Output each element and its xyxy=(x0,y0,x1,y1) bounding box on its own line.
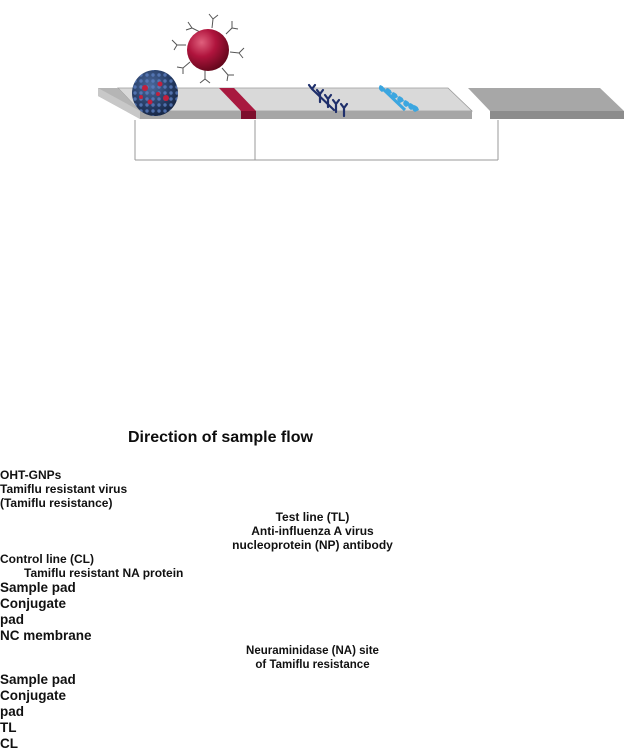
conjugate-pad-label-bottom-line1: Conjugate xyxy=(0,688,66,703)
virus-label-line2: (Tamiflu resistance) xyxy=(0,496,113,510)
conjugate-pad-label-bottom-line2: pad xyxy=(0,704,25,719)
sample-pad-label-bottom: Sample pad xyxy=(0,672,76,687)
test-line-label-line3: nucleoprotein (NP) antibody xyxy=(232,538,393,552)
tl-label-bottom: TL xyxy=(0,720,17,735)
sample-pad-label-top: Sample pad xyxy=(0,580,76,595)
test-line-label-line1: Test line (TL) xyxy=(275,510,350,524)
top-pad-brackets xyxy=(134,120,499,161)
na-site-label-line1: Neuraminidase (NA) site xyxy=(246,645,379,657)
cl-label-bottom: CL xyxy=(0,736,18,751)
oht-gnp-particle-top xyxy=(171,13,245,84)
control-line-label-line1: Control line (CL) xyxy=(0,552,94,566)
gnp-label: OHT-GNPs xyxy=(0,468,62,482)
lateral-flow-assay-diagram: OHT-GNPs Tamiflu resistant virus (Tamifl… xyxy=(0,13,624,751)
conjugate-pad-label-top-line2: pad xyxy=(0,612,25,627)
conjugate-pad-label-top-line1: Conjugate xyxy=(0,596,66,611)
flow-direction-label: Direction of sample flow xyxy=(128,429,313,446)
control-line-label-line2: Tamiflu resistant NA protein xyxy=(24,566,184,580)
top-test-strip xyxy=(98,87,624,119)
test-line-label-line2: Anti-influenza A virus xyxy=(251,524,374,538)
nc-membrane-label: NC membrane xyxy=(0,628,92,643)
virus-particle-top xyxy=(132,70,178,116)
na-site-label-line2: of Tamiflu resistance xyxy=(255,659,370,671)
virus-label-line1: Tamiflu resistant virus xyxy=(0,482,128,496)
control-line-proteins-top xyxy=(378,85,419,112)
test-line-antibodies-top xyxy=(307,83,349,118)
conjugate-pad-top xyxy=(219,88,256,111)
diagram-canvas xyxy=(98,13,624,161)
absorbent-pad-top xyxy=(468,88,624,111)
transition-funnel: Neuraminidase (NA) site of Tamiflu resis… xyxy=(0,429,625,752)
